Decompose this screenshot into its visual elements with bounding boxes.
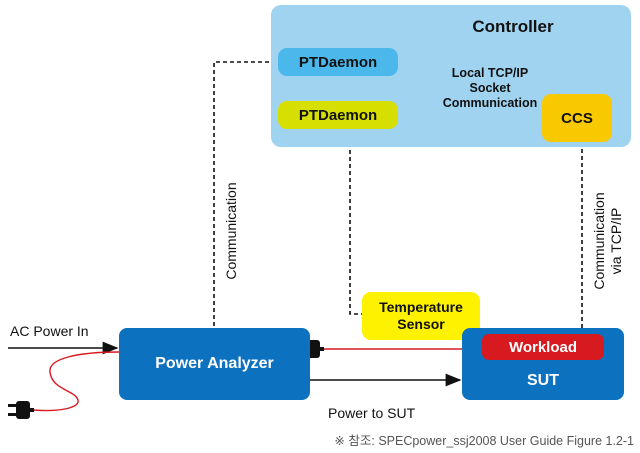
ptdaemon-bottom-label: PTDaemon xyxy=(298,106,378,124)
wall-plug-icon xyxy=(8,401,34,419)
temperature-sensor-box: Temperature Sensor xyxy=(362,292,480,340)
workload-box: Workload xyxy=(482,334,604,360)
ptdaemon-bottom-box: PTDaemon xyxy=(278,101,398,129)
temperature-sensor-line2: Sensor xyxy=(397,316,445,332)
analyzer-power-cord xyxy=(31,351,120,412)
controller-title: Controller xyxy=(472,17,554,36)
communication-right-label: Communication via TCP/IP xyxy=(591,181,627,301)
ac-power-in-label: AC Power In xyxy=(10,323,89,339)
ptdaemon-top-label: PTDaemon xyxy=(298,53,378,71)
power-to-sut-label: Power to SUT xyxy=(328,405,416,421)
power-analyzer-label: Power Analyzer xyxy=(155,355,274,372)
ccs-label: CCS xyxy=(561,109,593,127)
local-comm-line2: Socket xyxy=(469,81,511,95)
communication-right-line2: via TCP/IP xyxy=(608,207,624,275)
sut-label: SUT xyxy=(527,372,559,389)
ptdaemon-top-box: PTDaemon xyxy=(278,48,398,76)
temperature-sensor-line1: Temperature xyxy=(379,299,463,315)
dashed-link-analyzer-ptdaemon xyxy=(213,61,278,326)
ccs-box: CCS xyxy=(542,94,612,142)
workload-label: Workload xyxy=(508,338,578,356)
local-communication-label: Local TCP/IP Socket Communication xyxy=(430,66,550,111)
communication-right-line1: Communication xyxy=(591,192,607,290)
local-comm-line1: Local TCP/IP xyxy=(451,66,529,80)
communication-left-label: Communication xyxy=(223,182,239,280)
power-analyzer-box: Power Analyzer xyxy=(119,328,310,400)
source-note: ※ 참조: SPECpower_ssj2008 User Guide Figur… xyxy=(334,434,634,448)
local-comm-line3: Communication xyxy=(442,96,538,110)
dashed-link-ptdaemon-temperature xyxy=(349,129,362,315)
